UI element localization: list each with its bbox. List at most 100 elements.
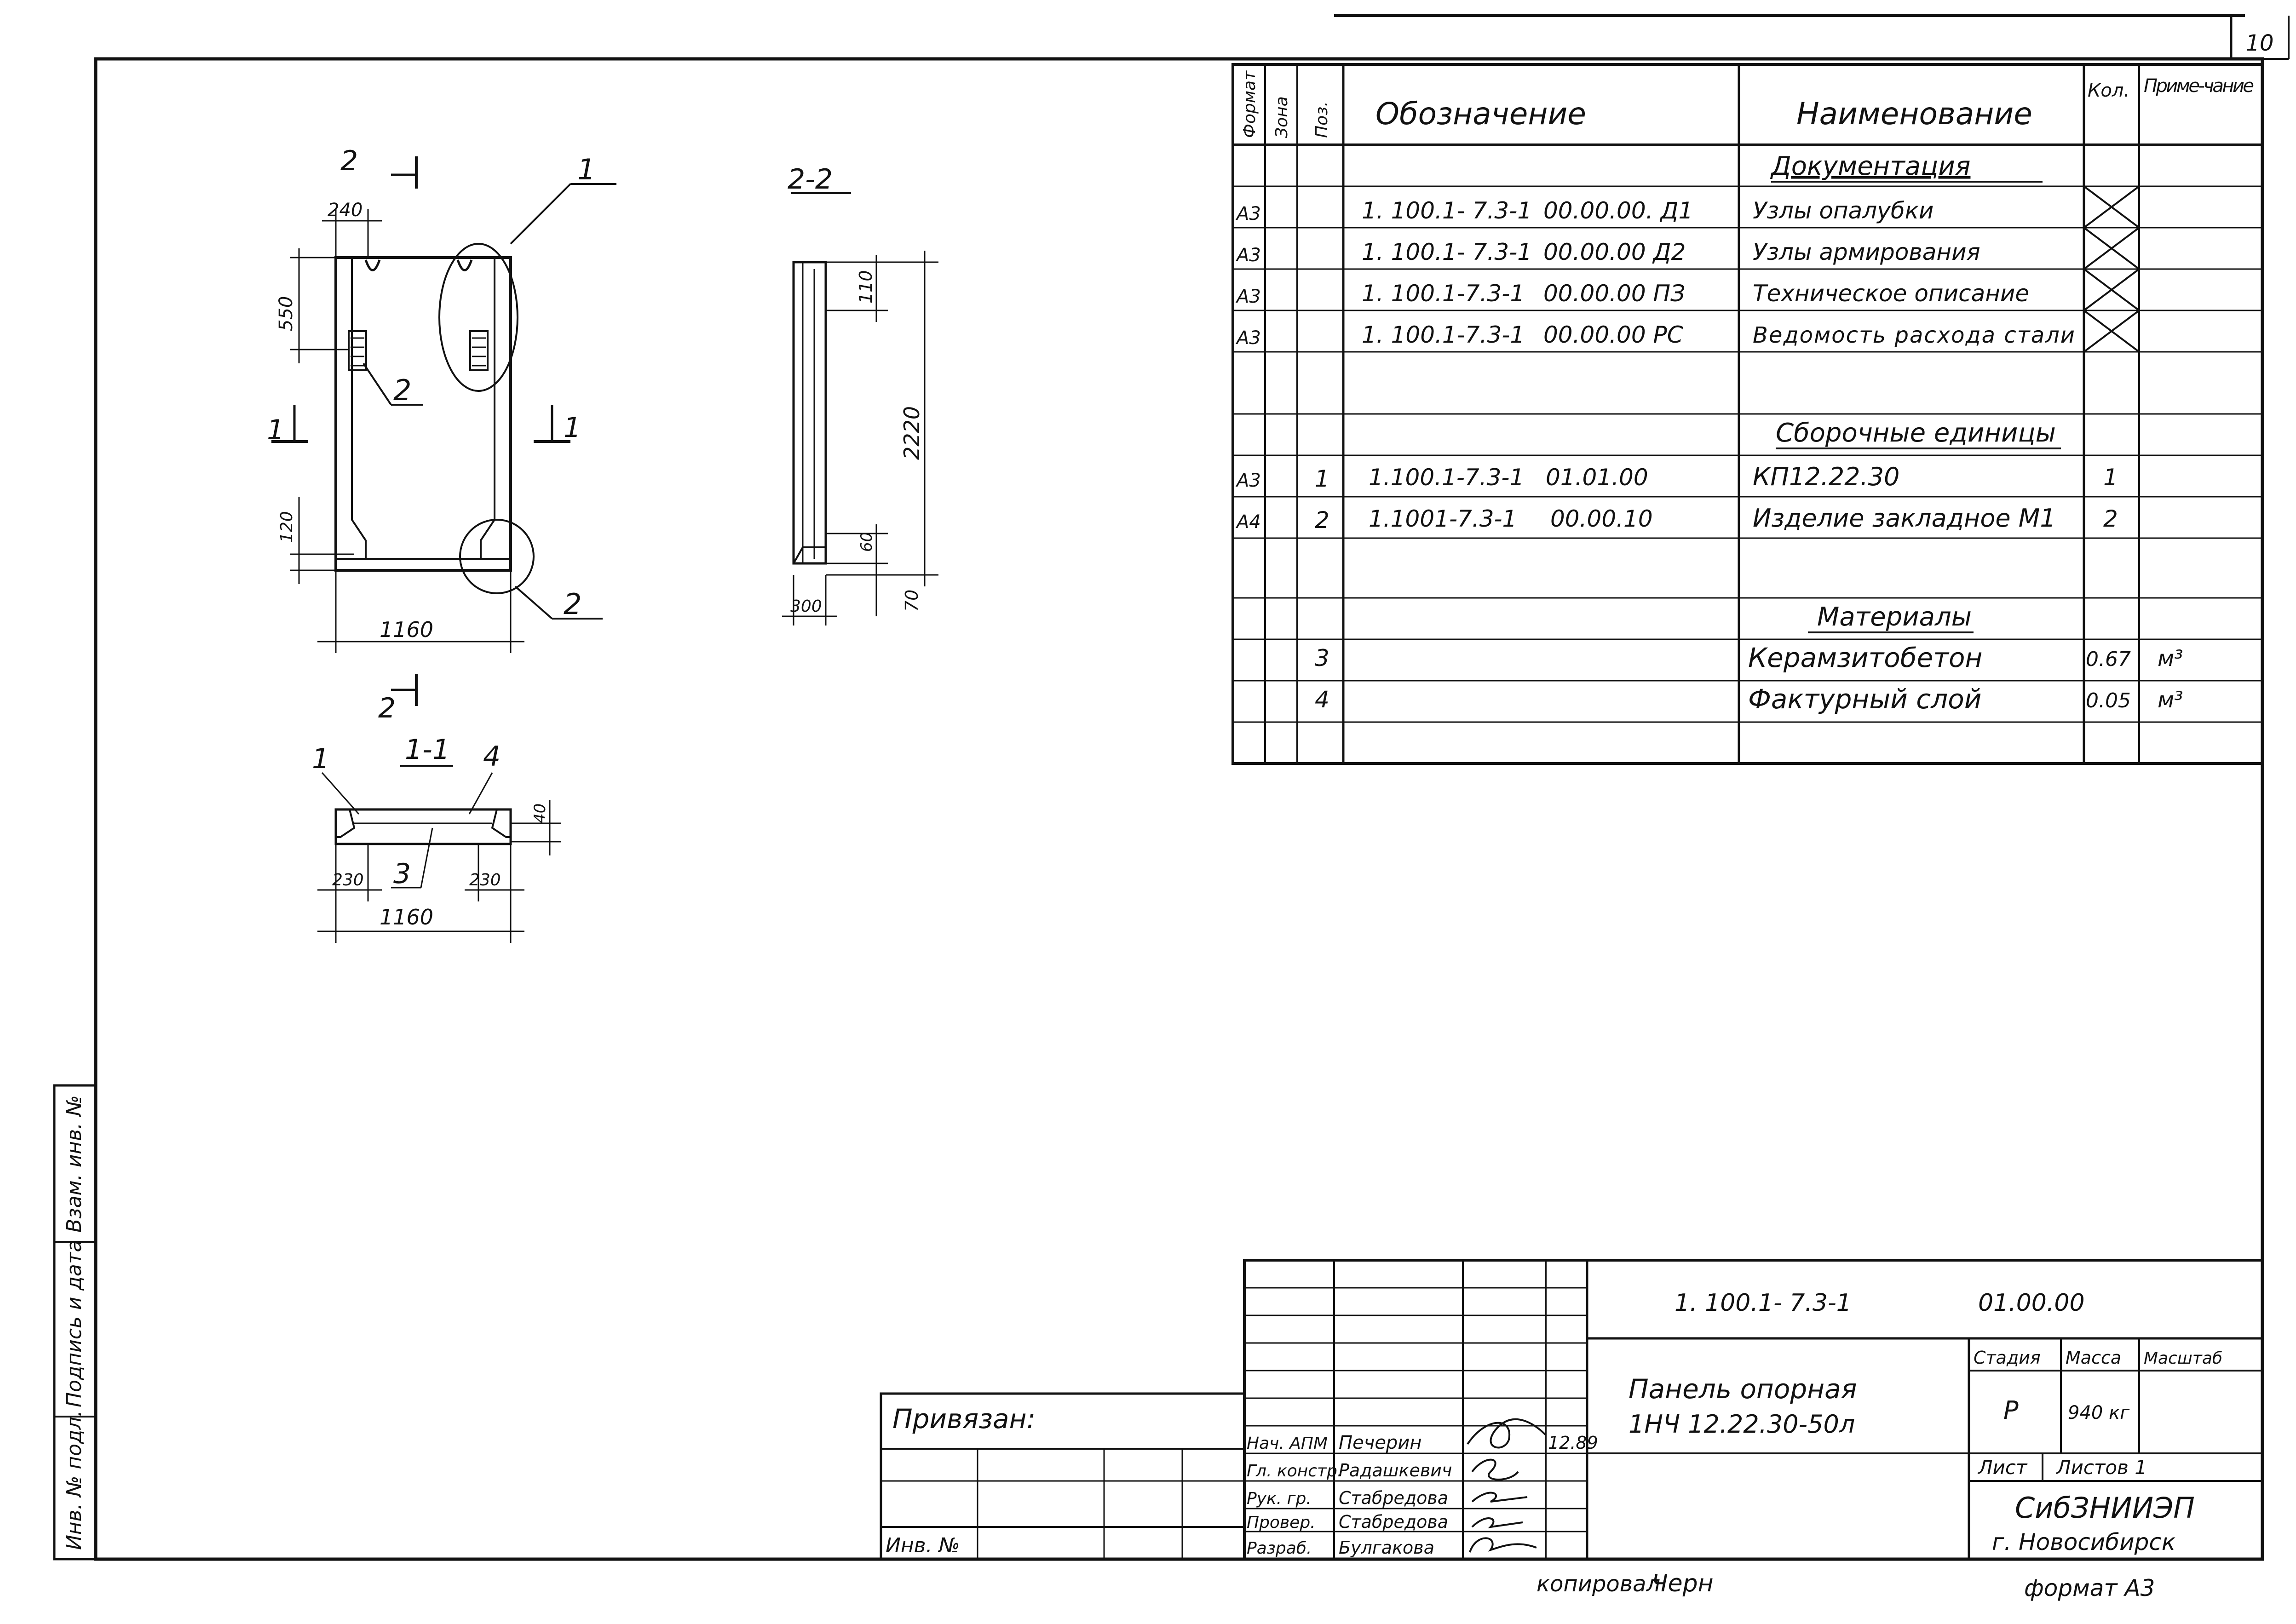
doc-row-format: А3 (1235, 286, 1261, 307)
mat-row-unit: м³ (2158, 646, 2183, 671)
section-mark-4: 4 (483, 740, 501, 773)
mat-row-unit: м³ (2158, 687, 2183, 713)
doc-row-name: Узлы армирования (1753, 239, 1980, 265)
doc-row-suffix: 00.00.00 РС (1543, 321, 1683, 348)
doc-row-name: Техническое описание (1753, 280, 2029, 307)
spec-doc-rows: А3 1. 100.1- 7.3-1 00.00.00. Д1 Узлы опа… (1235, 197, 2075, 349)
spec-header-format: Формат (1240, 70, 1259, 138)
role-label: Гл. констр. (1247, 1462, 1342, 1481)
mat-row-qty: 0.67 (2086, 648, 2131, 671)
asm-row-format: А3 (1235, 470, 1261, 491)
asm-row-name: КП12.22.30 (1753, 462, 1899, 491)
dim-2220: 2220 (899, 406, 924, 460)
margin-podpis: Подпись и дата (63, 1240, 86, 1407)
mat-row-pos: 4 (1315, 686, 1329, 713)
doc-row-format: А3 (1235, 327, 1261, 349)
spec-material-rows: 3 Керамзитобетон 0.67 м³ 4 Фактурный сло… (1315, 642, 2183, 715)
doc-row-code: 1. 100.1- 7.3-1 (1362, 239, 1532, 265)
title-doc-code: 1. 100.1- 7.3-1 (1675, 1289, 1852, 1317)
roles-list: Нач. АПМ Печерин Гл. констр. Радашкевич … (1247, 1432, 1452, 1558)
margin-vzam: Взам. инв. № (63, 1095, 86, 1233)
section-mark-1: 1 (312, 743, 329, 775)
dim-40: 40 (531, 803, 549, 823)
doc-row-suffix: 00.00.00 ПЗ (1543, 280, 1685, 307)
bound-label: Привязан: (892, 1403, 1036, 1435)
dim-300: 300 (790, 597, 822, 616)
spec-header-pos: Поз. (1312, 101, 1331, 138)
sheets-label: Листов 1 (2055, 1456, 2147, 1479)
role-label: Разраб. (1247, 1539, 1312, 1558)
spec-header-designation: Обозначение (1375, 96, 1586, 132)
format-label: формат А3 (2024, 1575, 2155, 1601)
doc-row-name: Узлы опалубки (1753, 197, 1933, 224)
mat-row-name: Керамзитобетон (1748, 642, 1982, 673)
mat-row-qty: 0.05 (2086, 689, 2131, 712)
doc-row-code: 1. 100.1-7.3-1 (1362, 321, 1525, 348)
asm-row-pos: 2 (1315, 507, 1329, 534)
spec-header-qty: Кол. (2088, 80, 2129, 101)
spec-section-materials: Материалы (1817, 602, 1972, 632)
asm-row-format: А4 (1235, 511, 1261, 533)
role-label: Рук. гр. (1247, 1489, 1312, 1508)
role-name: Радашкевич (1339, 1460, 1452, 1481)
front-view (271, 156, 616, 706)
section-mark-1-left: 1 (267, 414, 284, 446)
mass-label: Масса (2066, 1348, 2121, 1368)
inv-label: Инв. № (886, 1534, 960, 1557)
dim-60: 60 (857, 532, 876, 552)
mat-row-name: Фактурный слой (1748, 683, 1981, 715)
dim-1160-front: 1160 (380, 617, 433, 642)
mat-row-pos: 3 (1315, 645, 1329, 671)
dim-120: 120 (277, 511, 296, 543)
spec-section-documentation: Документация (1770, 151, 1970, 181)
section-mark-3: 3 (393, 858, 411, 890)
stage-label: Стадия (1974, 1348, 2041, 1368)
doc-row-format: А3 (1235, 203, 1261, 224)
doc-row-code: 1. 100.1-7.3-1 (1362, 280, 1525, 307)
org-name: СибЗНИИЭП (2015, 1491, 2195, 1525)
asm-row-qty: 2 (2103, 505, 2118, 532)
sheet-label: Лист (1977, 1456, 2028, 1479)
dim-550: 550 (276, 296, 297, 331)
dim-230-left: 230 (332, 871, 364, 889)
spec-assembly-rows: А3 1 1.100.1-7.3-1 01.01.00 КП12.22.30 1… (1235, 462, 2118, 534)
copied-label: копировал: (1536, 1571, 1668, 1597)
role-label: Нач. АПМ (1247, 1434, 1328, 1453)
doc-row-suffix: 00.00.00. Д1 (1543, 197, 1693, 224)
title-block-grid (880, 1259, 2264, 1561)
dim-240: 240 (328, 200, 363, 221)
dim-70: 70 (902, 590, 922, 612)
role-name: Печерин (1339, 1432, 1421, 1453)
section-2-2-view (782, 192, 938, 625)
section-title-2-2: 2-2 (788, 163, 833, 195)
role-name: Стабредова (1339, 1512, 1448, 1532)
asm-row-code: 1.1001-7.3-1 (1369, 505, 1517, 532)
scale-label: Масштаб (2144, 1349, 2222, 1368)
role-name: Стабредова (1339, 1488, 1448, 1508)
spec-header-note: Приме-чание (2144, 75, 2254, 97)
role-name: Булгакова (1339, 1538, 1434, 1558)
doc-row-suffix: 00.00.00 Д2 (1543, 239, 1686, 265)
doc-row-format: А3 (1235, 245, 1261, 266)
asm-row-name: Изделие закладное М1 (1753, 504, 2056, 533)
asm-row-qty: 1 (2103, 464, 2118, 491)
doc-row-name: Ведомость расхода стали (1753, 322, 2075, 348)
doc-row-code: 1. 100.1- 7.3-1 (1362, 197, 1532, 224)
date-value: 12.89 (1548, 1433, 1598, 1453)
stage-value: Р (2003, 1396, 2019, 1425)
copied-sign: Черн (1652, 1570, 1714, 1597)
section-1-1-view (317, 765, 561, 943)
spec-section-assembly: Сборочные единицы (1776, 418, 2056, 448)
section-mark-1-right: 1 (564, 412, 581, 444)
margin-stamp (53, 1084, 97, 1561)
margin-inv-podl: Инв. № подл. (63, 1410, 86, 1550)
dim-230-right: 230 (469, 871, 501, 889)
mass-value: 940 кг (2068, 1402, 2130, 1423)
spec-table-grid (1231, 63, 2264, 765)
callout-1: 1 (577, 153, 595, 186)
spec-header-name: Наименование (1796, 96, 2032, 132)
section-mark-2-top: 2 (340, 145, 358, 177)
asm-row-suffix: 00.00.10 (1550, 505, 1653, 532)
dim-110: 110 (856, 270, 876, 304)
